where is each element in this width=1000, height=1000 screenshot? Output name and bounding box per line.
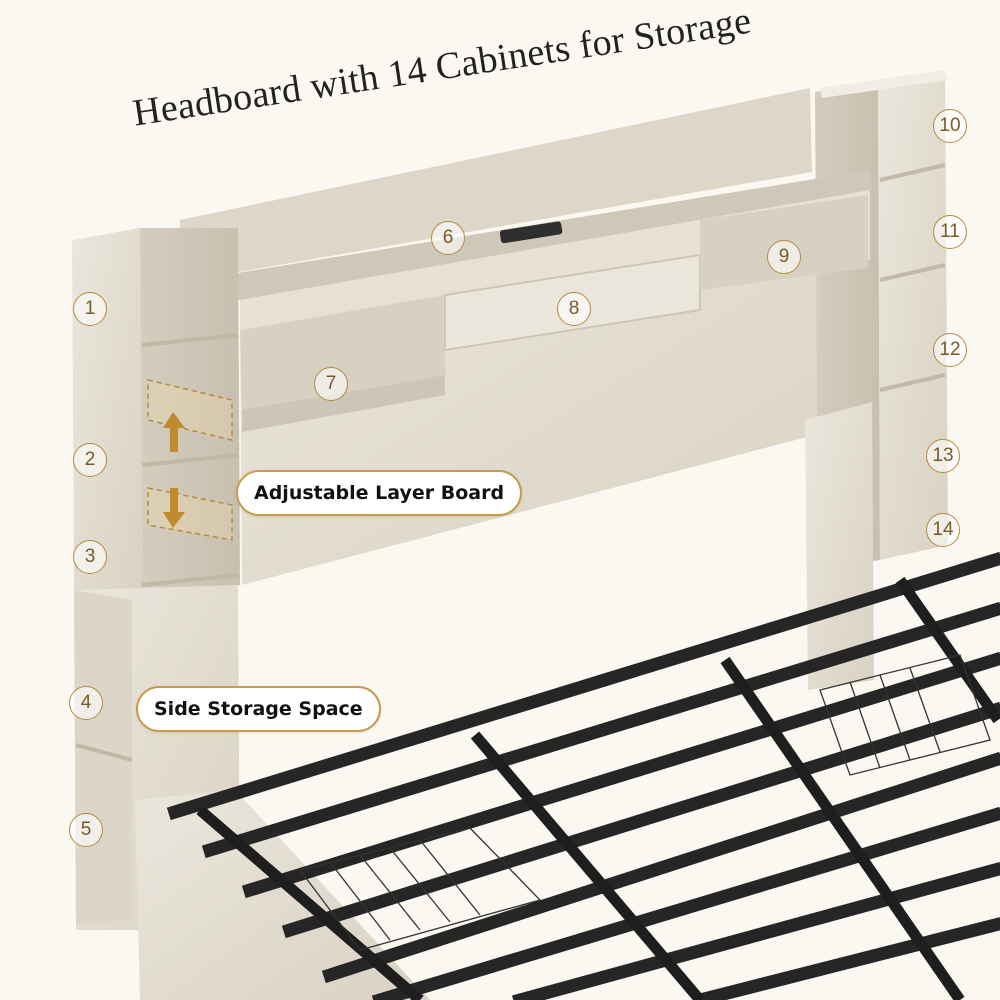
cabinet-number-3: 3 (73, 540, 107, 574)
cabinet-number-9: 9 (767, 240, 801, 274)
cabinet-number-13: 13 (926, 439, 960, 473)
metal-rails (196, 576, 1000, 1000)
side-storage-space-label: Side Storage Space (136, 686, 381, 732)
cabinet-number-14: 14 (926, 513, 960, 547)
cabinet-number-1: 1 (73, 292, 107, 326)
metal-bed-frame (166, 551, 1000, 1000)
cabinet-number-5: 5 (69, 813, 103, 847)
cabinet-number-7: 7 (314, 367, 348, 401)
cabinet-number-10: 10 (933, 109, 967, 143)
cabinet-number-6: 6 (431, 221, 465, 255)
cabinet-number-11: 11 (933, 215, 967, 249)
adjustable-layer-board-label: Adjustable Layer Board (236, 470, 523, 516)
top-shelf (182, 170, 872, 432)
cabinet-number-8: 8 (557, 292, 591, 326)
storage-baskets (298, 654, 991, 951)
cabinet-number-12: 12 (933, 333, 967, 367)
cabinet-number-4: 4 (69, 686, 103, 720)
cabinet-number-2: 2 (73, 443, 107, 477)
adjustable-board-indicator (147, 379, 233, 541)
